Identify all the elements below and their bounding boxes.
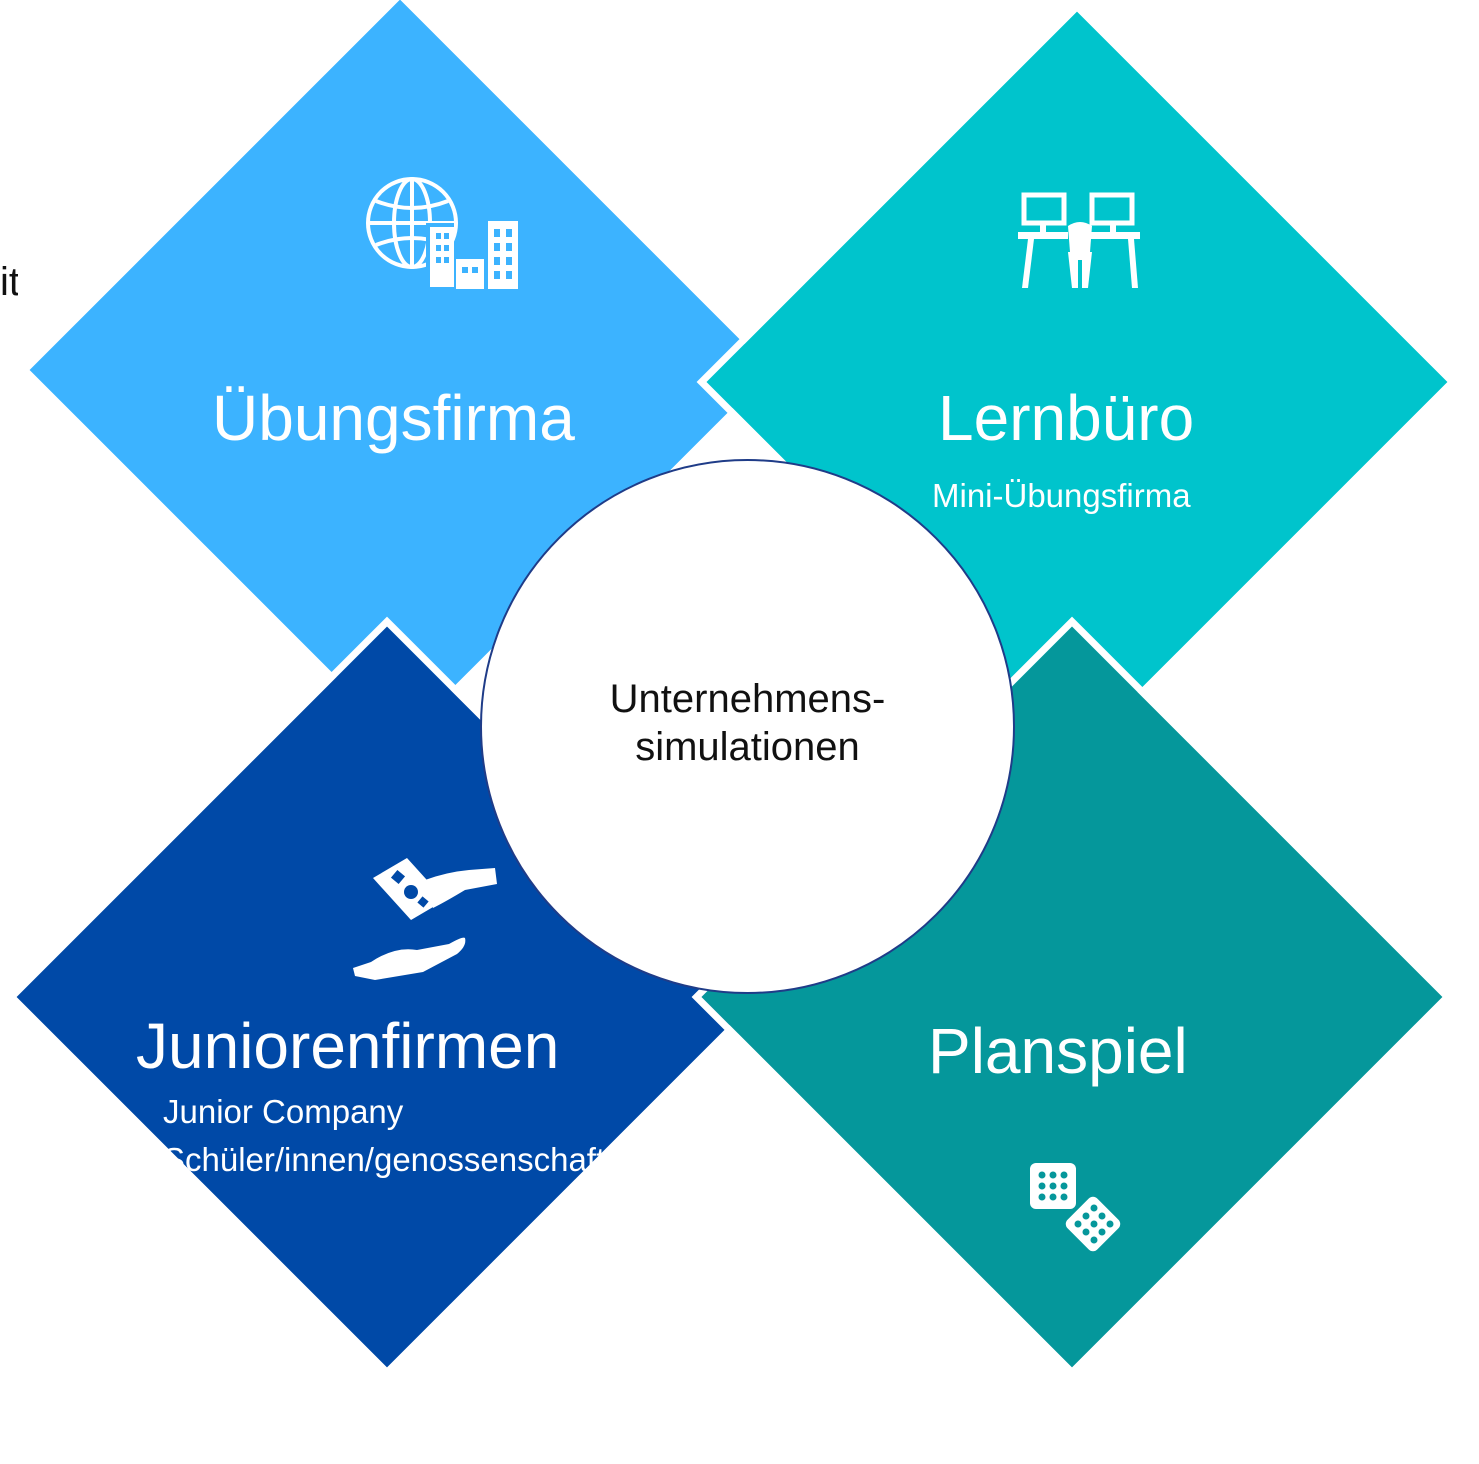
dice-icon <box>1030 1163 1121 1252</box>
title-lernbuero: Lernbüro <box>938 382 1195 454</box>
title-juniorenfirmen: Juniorenfirmen <box>136 1010 560 1082</box>
center-circle: Unternehmens- simulationen <box>480 459 1015 994</box>
subtitle-junior-company: Junior Company <box>163 1093 404 1130</box>
subtitle-schuelergenossenschaft: Schüler/innen/genossenschaft <box>163 1141 606 1178</box>
globe-buildings-icon <box>366 177 518 289</box>
cut-off-text: it <box>0 260 18 304</box>
subtitle-lernbuero: Mini-Übungsfirma <box>932 477 1191 514</box>
title-uebungsfirma: Übungsfirma <box>212 382 575 454</box>
money-hand-icon <box>353 858 497 980</box>
office-desks-icon <box>1018 192 1140 288</box>
title-planspiel: Planspiel <box>928 1015 1188 1087</box>
center-label: Unternehmens- simulationen <box>609 676 886 769</box>
